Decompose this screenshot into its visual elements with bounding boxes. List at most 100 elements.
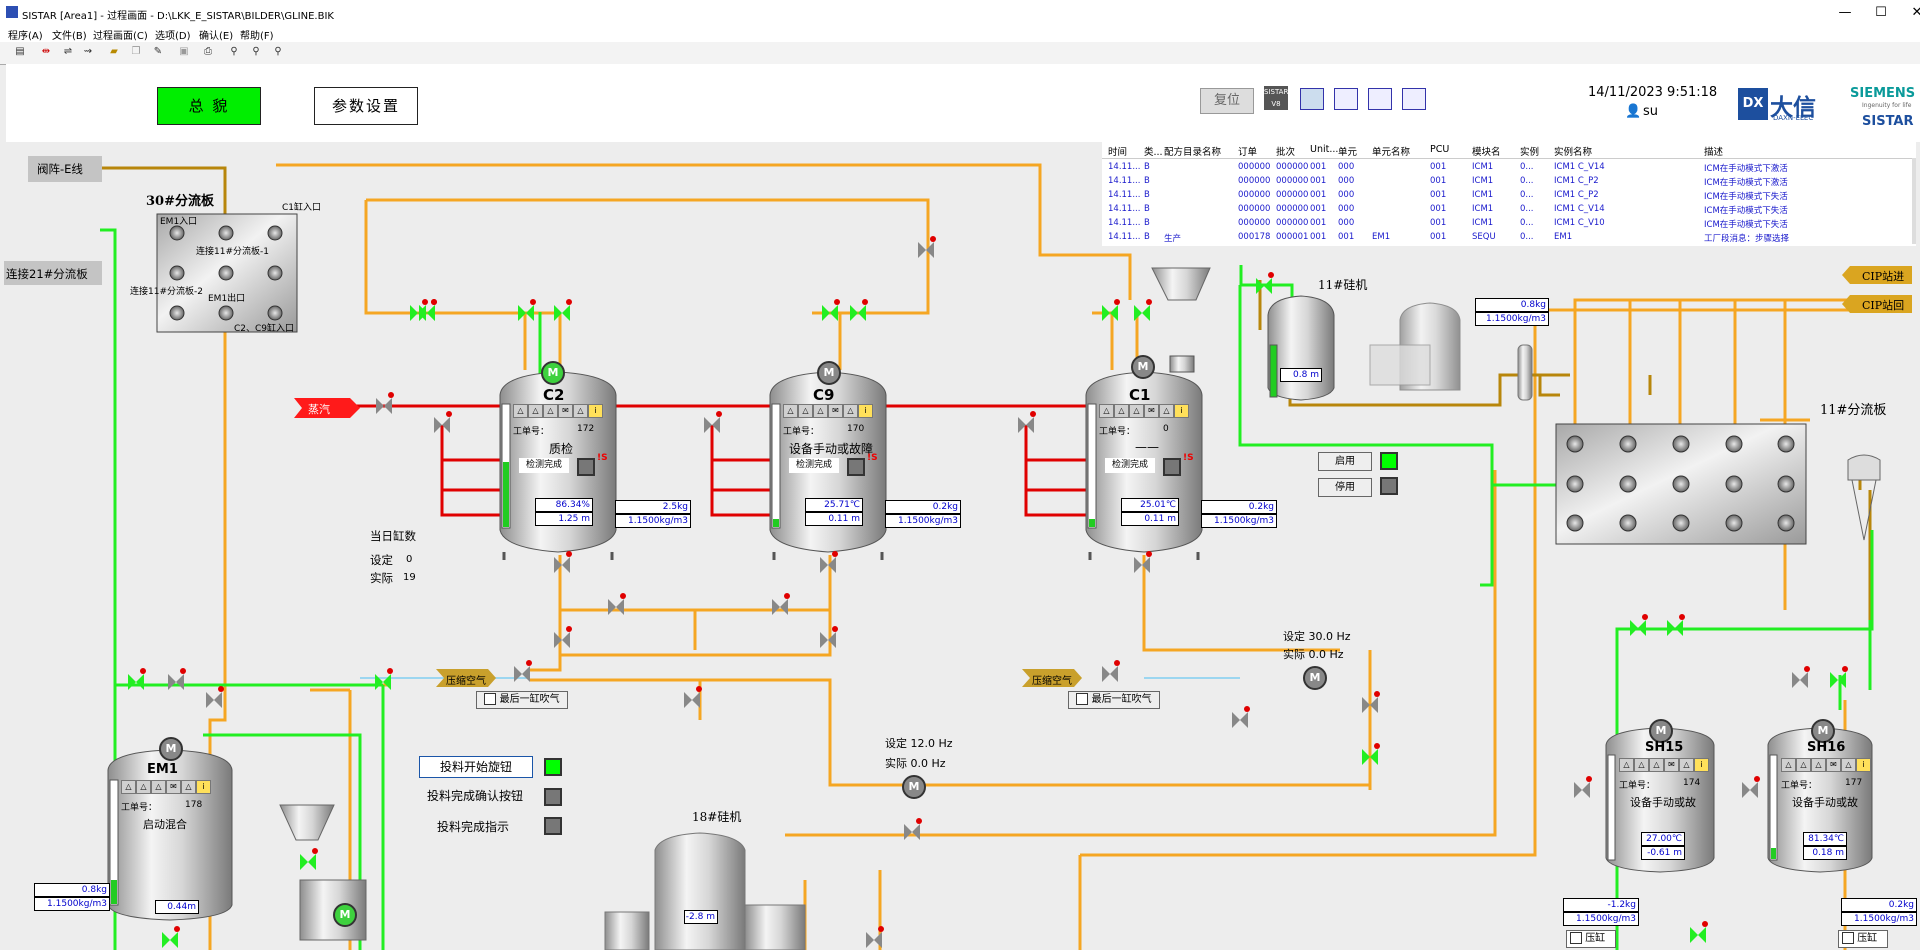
motor-icon[interactable]: M xyxy=(541,361,565,385)
press-tank-button-2[interactable]: 压缸 xyxy=(1838,930,1888,948)
transfer-icon[interactable]: ⇹ xyxy=(41,46,51,57)
warning-icon[interactable]: △ xyxy=(121,780,136,794)
mail-icon[interactable]: ✉ xyxy=(1664,758,1679,772)
last-blow-checkbox-1[interactable] xyxy=(484,693,497,705)
last-blow-checkbox-2[interactable] xyxy=(1076,693,1089,705)
warning-icon[interactable]: △ xyxy=(528,404,543,418)
motor-icon[interactable]: M xyxy=(1131,355,1155,379)
tag-icon[interactable]: △ xyxy=(573,404,588,418)
binoculars-icon[interactable]: ⚲ xyxy=(230,46,238,57)
check-done-indicator[interactable] xyxy=(847,458,865,476)
valve-icon[interactable] xyxy=(554,557,570,573)
tag-icon[interactable]: △ xyxy=(843,404,858,418)
valve-icon[interactable] xyxy=(820,557,836,573)
valve-icon[interactable] xyxy=(434,417,450,433)
valve-icon[interactable] xyxy=(918,242,934,258)
minimize-button[interactable]: — xyxy=(1838,5,1852,20)
warning-icon[interactable]: △ xyxy=(783,404,798,418)
motor-icon[interactable]: M xyxy=(817,361,841,385)
warning-icon[interactable]: △ xyxy=(1796,758,1811,772)
pump-motor-icon[interactable]: M xyxy=(333,903,357,927)
last-blow-button-1[interactable]: 最后一缸吹气 xyxy=(476,691,568,709)
tag-icon[interactable]: △ xyxy=(1841,758,1856,772)
warning-icon[interactable]: △ xyxy=(1781,758,1796,772)
connect21-label[interactable]: 连接21#分流板 xyxy=(6,267,88,281)
motor-icon[interactable]: M xyxy=(1649,719,1673,743)
menu-confirm[interactable]: 确认(E) xyxy=(199,31,234,42)
warning-icon[interactable]: △ xyxy=(1811,758,1826,772)
menu-file[interactable]: 文件(B) xyxy=(52,31,87,42)
valve-icon[interactable] xyxy=(1362,697,1378,713)
maximize-button[interactable]: ☐ xyxy=(1875,5,1887,20)
camera-icon[interactable]: ▣ xyxy=(179,46,189,57)
valve-icon[interactable] xyxy=(1362,749,1378,765)
valve-icon[interactable] xyxy=(1102,305,1118,321)
valve-icon[interactable] xyxy=(514,666,530,682)
valve-matrix-label[interactable]: 阀阵-E线 xyxy=(37,162,83,176)
valve-icon[interactable] xyxy=(518,305,534,321)
valve-icon[interactable] xyxy=(1232,712,1248,728)
warning-icon[interactable]: △ xyxy=(1099,404,1114,418)
print-icon[interactable]: ⇝ xyxy=(83,46,93,57)
mail-icon[interactable]: ✉ xyxy=(1826,758,1841,772)
valve-icon[interactable] xyxy=(1134,305,1150,321)
valve-icon[interactable] xyxy=(704,417,720,433)
press-tank-checkbox-2[interactable] xyxy=(1842,932,1854,944)
valve-icon[interactable] xyxy=(554,632,570,648)
warning-icon[interactable]: △ xyxy=(813,404,828,418)
check-done-indicator[interactable] xyxy=(1163,458,1181,476)
close-button[interactable]: ✕ xyxy=(1911,5,1920,20)
menu-program[interactable]: 程序(A) xyxy=(8,31,43,42)
feed-start-button[interactable]: 投料开始旋钮 xyxy=(419,756,533,778)
info-icon[interactable]: i xyxy=(588,404,603,418)
warning-icon[interactable]: △ xyxy=(543,404,558,418)
press-tank-checkbox-1[interactable] xyxy=(1570,932,1582,944)
menu-help[interactable]: 帮助(F) xyxy=(240,31,274,42)
valve-icon[interactable] xyxy=(850,305,866,321)
valve-icon[interactable] xyxy=(554,305,570,321)
valve-icon[interactable] xyxy=(1630,620,1646,636)
valve-icon[interactable] xyxy=(168,674,184,690)
valve-icon[interactable] xyxy=(1792,672,1808,688)
valve-icon[interactable] xyxy=(904,824,920,840)
valve-icon[interactable] xyxy=(1018,417,1034,433)
link-icon[interactable]: ⇌ xyxy=(63,46,73,57)
table-scrollbar[interactable] xyxy=(1912,158,1916,244)
motor-icon[interactable]: M xyxy=(159,737,183,761)
binoculars-icon[interactable]: ⚲ xyxy=(274,46,282,57)
valve-icon[interactable] xyxy=(1830,672,1846,688)
reset-button[interactable]: 复位 xyxy=(1200,88,1254,114)
check-done-indicator[interactable] xyxy=(577,458,595,476)
list-icon[interactable] xyxy=(1334,88,1358,110)
alarm-icon[interactable] xyxy=(1402,88,1426,110)
valve-icon[interactable] xyxy=(375,674,391,690)
message-table[interactable]: 时间 类... 配方目录名称 订单 批次 Unit... 单元 单元名称 PCU… xyxy=(1102,142,1916,246)
mail-icon[interactable]: ✉ xyxy=(166,780,181,794)
valve-icon[interactable] xyxy=(206,692,222,708)
valve-icon[interactable] xyxy=(1742,782,1758,798)
info-icon[interactable]: i xyxy=(1694,758,1709,772)
mail-icon[interactable]: ✉ xyxy=(828,404,843,418)
mail-icon[interactable]: ✉ xyxy=(1144,404,1159,418)
folder-icon[interactable]: ▰ xyxy=(110,46,118,57)
mail-icon[interactable]: ✉ xyxy=(558,404,573,418)
valve-icon[interactable] xyxy=(1574,782,1590,798)
warning-icon[interactable]: △ xyxy=(1649,758,1664,772)
valve-icon[interactable] xyxy=(820,632,836,648)
valve-icon[interactable] xyxy=(866,932,882,948)
binoculars-icon[interactable]: ⚲ xyxy=(252,46,260,57)
info-icon[interactable]: i xyxy=(858,404,873,418)
last-blow-button-2[interactable]: 最后一缸吹气 xyxy=(1068,691,1160,709)
printer-icon[interactable]: ⎙ xyxy=(204,46,212,57)
warning-icon[interactable]: △ xyxy=(1634,758,1649,772)
valve-icon[interactable] xyxy=(822,305,838,321)
recipe-icon[interactable] xyxy=(1300,88,1324,110)
warning-icon[interactable]: △ xyxy=(151,780,166,794)
pump-motor-icon[interactable]: M xyxy=(902,775,926,799)
warning-icon[interactable]: △ xyxy=(136,780,151,794)
stop-button[interactable]: 停用 xyxy=(1318,478,1372,497)
feed-done-confirm-button[interactable]: 投料完成确认按钮 xyxy=(426,789,523,803)
menu-options[interactable]: 选项(D) xyxy=(155,31,191,42)
valve-icon[interactable] xyxy=(1134,557,1150,573)
valve-icon[interactable] xyxy=(300,854,316,870)
